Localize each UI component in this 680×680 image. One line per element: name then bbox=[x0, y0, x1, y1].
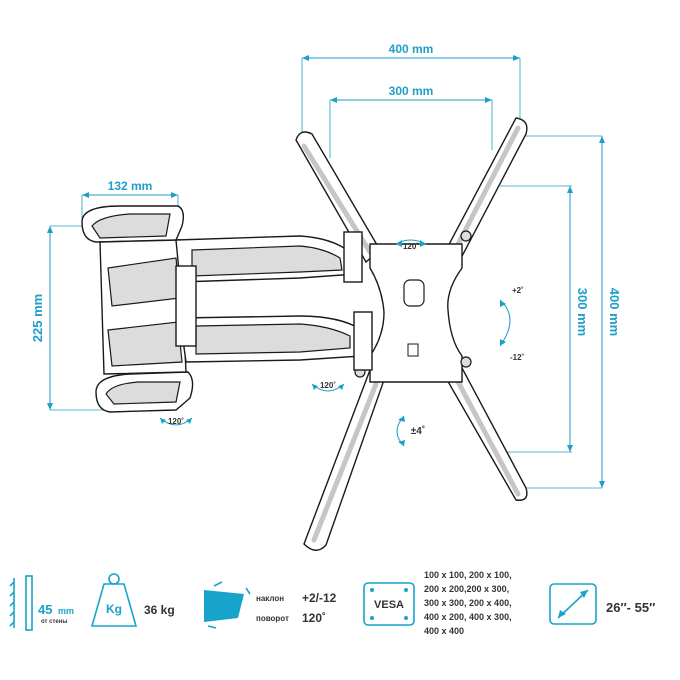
dim-height-inner: 300 mm bbox=[500, 185, 590, 453]
tilt-screen-icon bbox=[204, 590, 244, 622]
dim-height-outer: 400 mm bbox=[520, 135, 622, 489]
screen-size-icon bbox=[549, 583, 597, 625]
load-icon-label: Kg bbox=[106, 602, 122, 616]
wall-distance-unit: mm bbox=[58, 606, 74, 616]
rotation-swivel-top-label: 120˚ bbox=[403, 242, 419, 251]
rotation-tilt-down-label: -12˚ bbox=[510, 353, 525, 362]
rotation-level-label: ±4˚ bbox=[411, 425, 425, 437]
load-value: 36 kg bbox=[144, 603, 175, 617]
spec-tilt-swivel: наклон +2/-12 поворот 120˚ bbox=[204, 581, 337, 629]
dim-width-inner-label: 300 mm bbox=[389, 84, 434, 98]
dim-width-inner: 300 mm bbox=[329, 84, 493, 158]
tilt-label: наклон bbox=[256, 594, 284, 603]
swivel-label: поворот bbox=[256, 614, 289, 623]
vesa-line: 200 x 200,200 x 300, bbox=[424, 584, 509, 594]
wall-distance-value: 45 bbox=[38, 602, 52, 617]
dim-width-outer: 400 mm bbox=[301, 42, 521, 140]
rotation-swivel-mid-label: 120˚ bbox=[320, 381, 336, 390]
vesa-badge: VESA bbox=[374, 599, 404, 611]
rotation-tilt: +2˚ -12˚ bbox=[499, 286, 525, 362]
wall-distance-caption: от стены bbox=[41, 619, 67, 625]
rotation-swivel-bottom: 120˚ bbox=[159, 417, 193, 426]
dim-height-outer-label: 400 mm bbox=[607, 288, 622, 336]
rotation-swivel-bottom-label: 120˚ bbox=[168, 417, 184, 426]
rotation-level: ±4˚ bbox=[396, 415, 425, 447]
spec-screen-size: 26″- 55″ bbox=[549, 583, 655, 625]
vesa-badge-frame bbox=[363, 582, 415, 626]
dim-height-inner-label: 300 mm bbox=[575, 288, 590, 336]
dim-width-outer-label: 400 mm bbox=[389, 42, 434, 56]
vesa-line: 300 x 300, 200 x 400, bbox=[424, 598, 512, 608]
spec-vesa: VESA 100 x 100, 200 x 100, 200 x 200,200… bbox=[363, 570, 512, 636]
weight-icon bbox=[90, 583, 138, 627]
spec-load: Kg 36 kg bbox=[90, 573, 175, 627]
vesa-line: 400 x 400 bbox=[424, 626, 464, 636]
rotation-swivel-top: 120˚ bbox=[395, 239, 427, 251]
dim-arm-width: 132 mm bbox=[81, 179, 179, 222]
rotation-swivel-mid: 120˚ bbox=[311, 381, 345, 392]
dim-wall-plate-height-label: 225 mm bbox=[30, 294, 45, 342]
vesa-line: 100 x 100, 200 x 100, bbox=[424, 570, 512, 580]
vesa-line: 400 x 200, 400 x 300, bbox=[424, 612, 512, 622]
spec-wall-distance: 45 mm от стены bbox=[9, 575, 74, 631]
rotation-tilt-up-label: +2˚ bbox=[512, 286, 524, 295]
dim-wall-plate-height: 225 mm bbox=[30, 225, 104, 411]
swivel-value: 120˚ bbox=[302, 611, 326, 625]
articulating-arm bbox=[81, 205, 373, 413]
screen-size-value: 26″- 55″ bbox=[606, 600, 655, 615]
dim-arm-width-label: 132 mm bbox=[108, 179, 153, 193]
tilt-value: +2/-12 bbox=[302, 591, 337, 605]
